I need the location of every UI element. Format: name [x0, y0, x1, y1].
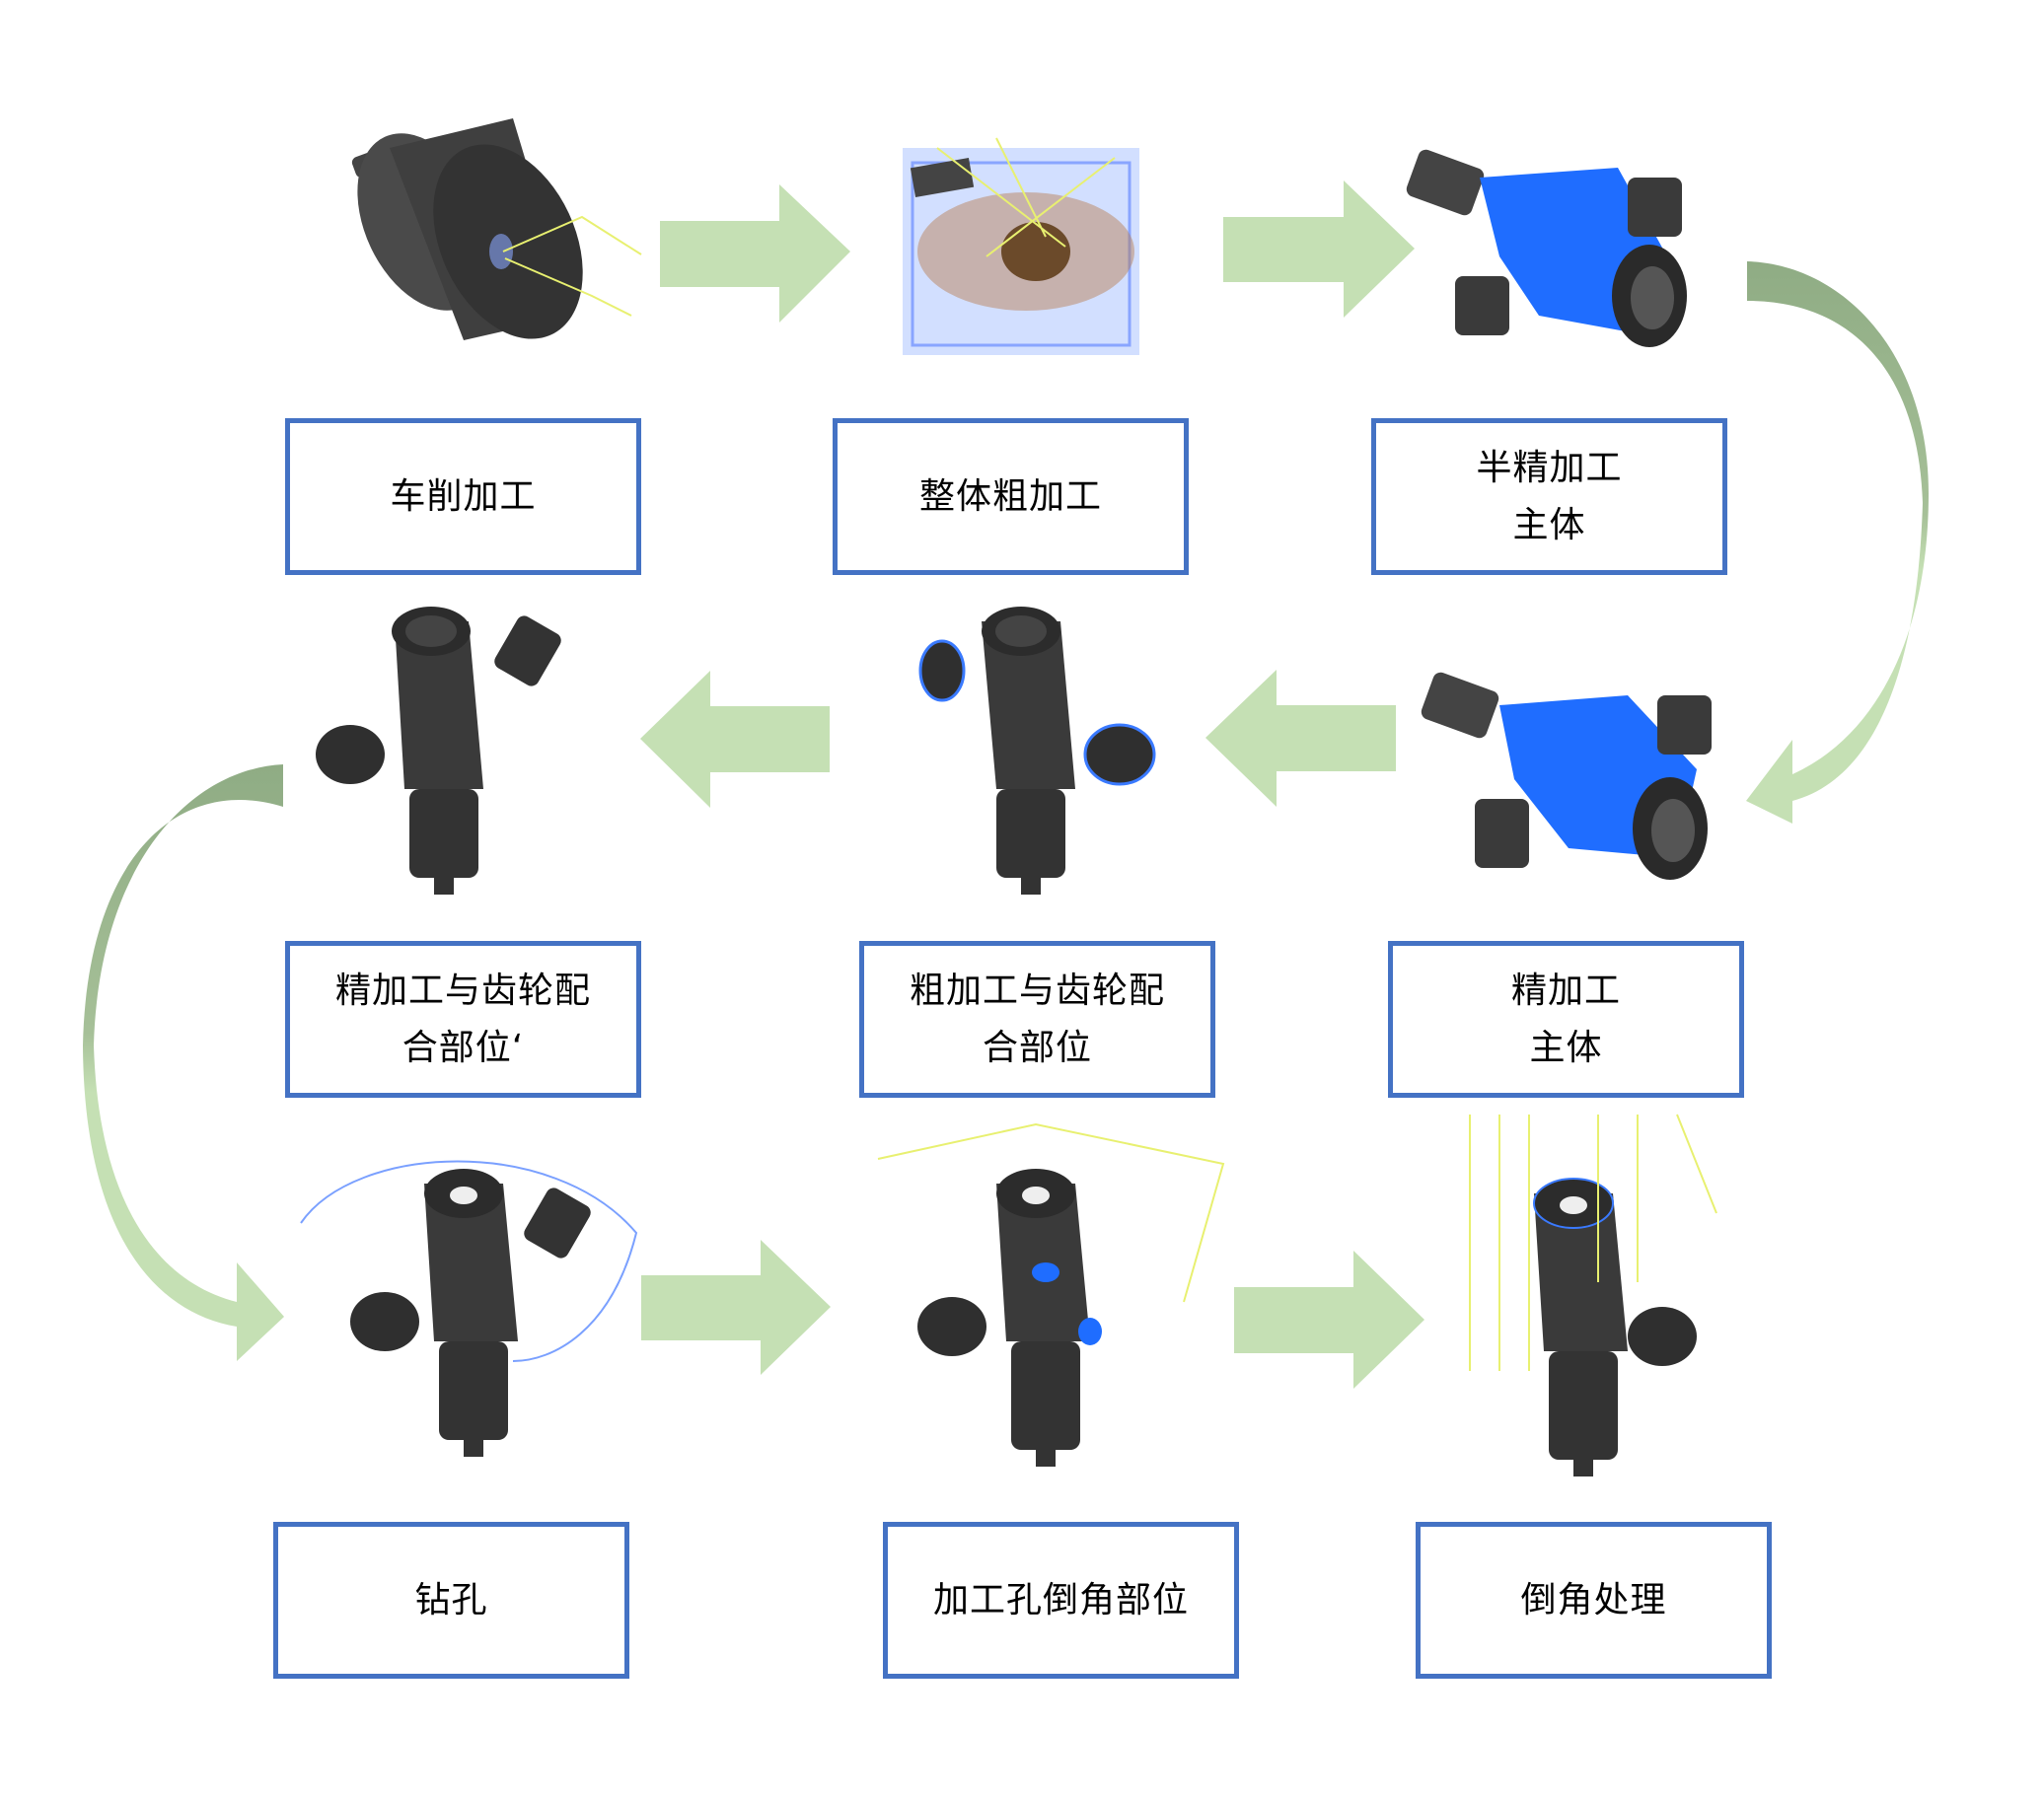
step-box-overall-rough: 整体粗加工: [833, 418, 1189, 575]
rough-gear-fit-part: [918, 607, 1156, 895]
step-box-hole-chamfer: 加工孔倒角部位: [883, 1522, 1239, 1679]
step-label: 主体: [1529, 1027, 1603, 1068]
step-box-drilling: 钻孔: [273, 1522, 629, 1679]
semi-finish-body-part: [1406, 149, 1687, 347]
step-label: 粗加工与齿轮配: [909, 970, 1165, 1011]
arrow-right-3: [641, 1240, 831, 1375]
step-label: 合部位: [982, 1027, 1092, 1068]
step-box-chamfer-finish: 倒角处理: [1416, 1522, 1772, 1679]
arrow-left-2: [640, 671, 830, 808]
rough-milling-stock: [903, 137, 1139, 355]
finish-body-part: [1421, 672, 1712, 880]
finish-gear-fit-part: [316, 607, 561, 895]
step-label: 整体粗加工: [918, 475, 1102, 517]
step-label: 主体: [1512, 504, 1586, 545]
step-label: 钻孔: [414, 1579, 488, 1620]
step-label: 合部位‘: [402, 1027, 525, 1068]
curved-arrow-left: [83, 764, 284, 1361]
lathe-cylinder-part: [351, 118, 642, 340]
step-label: 半精加工: [1476, 447, 1623, 488]
step-box-turning: 车削加工: [285, 418, 641, 575]
step-box-rough-gear-fit: 粗加工与齿轮配 合部位: [859, 941, 1215, 1098]
step-label: 精加工与齿轮配: [334, 970, 591, 1011]
arrow-right-1: [660, 184, 850, 323]
step-box-finish-body: 精加工 主体: [1388, 941, 1744, 1098]
step-box-finish-gear-fit: 精加工与齿轮配 合部位‘: [285, 941, 641, 1098]
arrow-left-1: [1205, 670, 1396, 807]
chamfer-finish-part: [1469, 1114, 1717, 1476]
arrow-right-2: [1223, 180, 1415, 318]
step-box-semi-finish-body: 半精加工 主体: [1371, 418, 1727, 575]
hole-chamfer-part: [877, 1122, 1225, 1467]
step-label: 精加工: [1510, 970, 1621, 1011]
step-label: 车削加工: [390, 475, 537, 517]
arrow-right-4: [1234, 1251, 1424, 1389]
step-label: 加工孔倒角部位: [932, 1579, 1189, 1620]
drilling-part: [300, 1160, 638, 1457]
step-label: 倒角处理: [1520, 1579, 1667, 1620]
